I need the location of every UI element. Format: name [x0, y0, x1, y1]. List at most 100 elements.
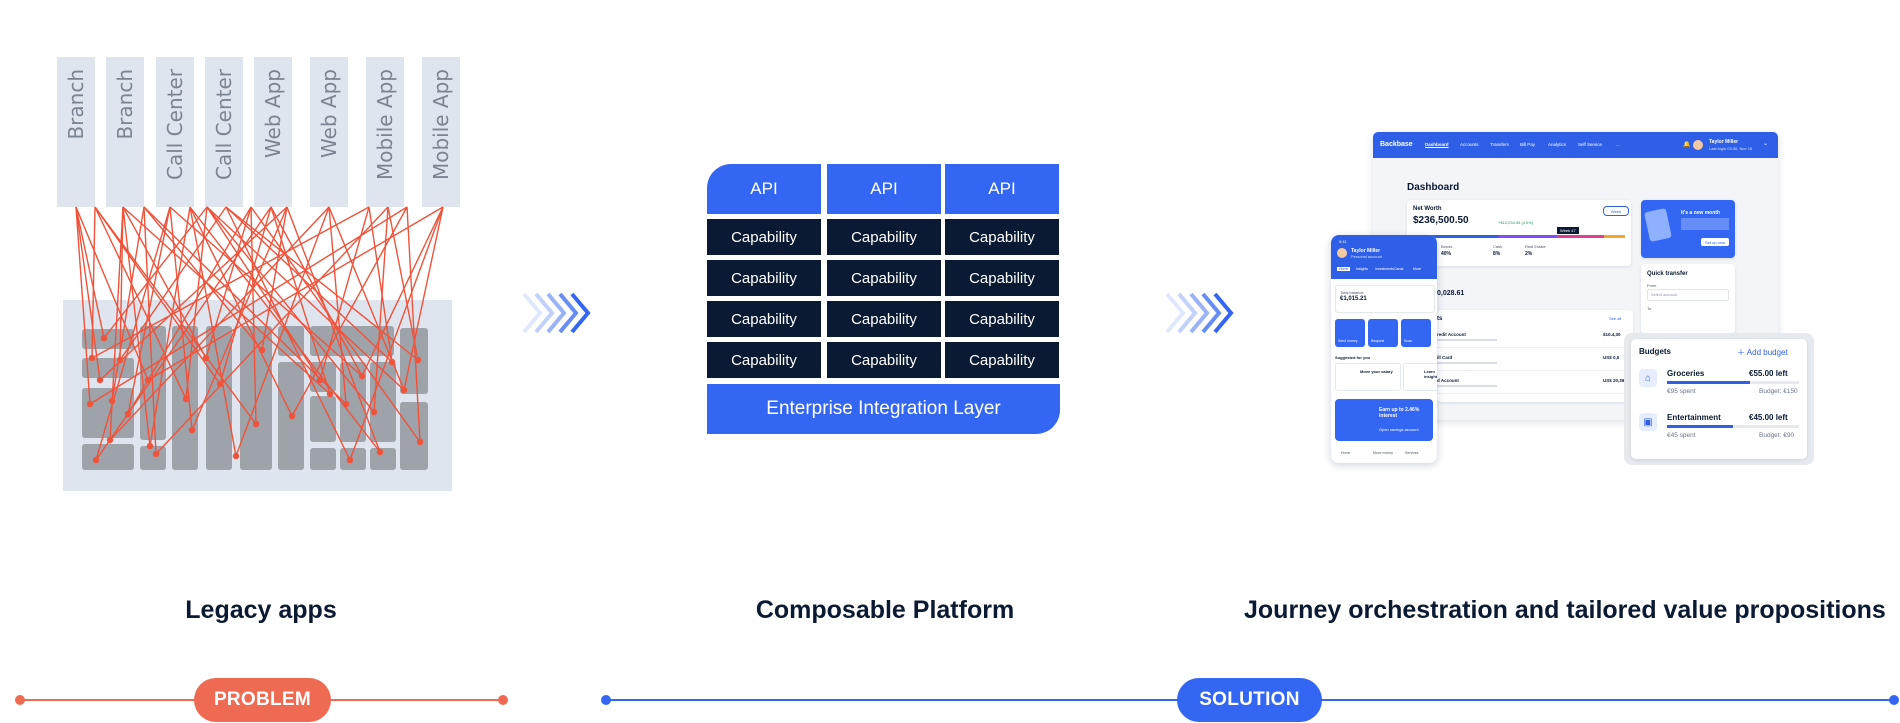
avatar[interactable] [1693, 140, 1703, 150]
backend-block [370, 362, 396, 442]
net-worth-label: Net Worth [1413, 206, 1442, 212]
connection-line [149, 206, 191, 447]
channel-label: Branch [113, 69, 137, 140]
backend-block [310, 448, 336, 470]
brand-logo: Backbase [1380, 141, 1413, 148]
basket-icon: ⌂ [1639, 369, 1657, 387]
suggest-2-text: Learn insight [1424, 369, 1437, 379]
connection-dot [326, 390, 334, 398]
connection-line [95, 206, 171, 461]
connection-line [191, 206, 288, 431]
promo-button[interactable]: Set up now [1701, 238, 1729, 246]
budgets-card: Budgets ＋ Add budget ⌂Groceries€55.00 le… [1631, 339, 1807, 459]
promo-title: It's a new month [1681, 210, 1720, 216]
budget-left: €55.00 left [1749, 369, 1788, 378]
suggest-card-1[interactable]: Move your salary [1335, 363, 1401, 391]
connection-line [94, 206, 221, 385]
phone-tab[interactable]: More [1413, 267, 1421, 271]
phone-promo-sub: Open savings account [1379, 427, 1419, 432]
bell-icon[interactable]: 🔔 [1683, 142, 1691, 148]
connection-dot [100, 334, 108, 342]
promo-card: It's a new month Set up now [1641, 200, 1735, 258]
phone-action-button[interactable]: Scan [1401, 319, 1431, 347]
nav-item[interactable]: Bill Pay [1520, 142, 1536, 147]
connection-dot [124, 410, 132, 418]
budget-progress [1667, 381, 1751, 384]
channel-box [422, 57, 460, 207]
balance-card[interactable]: Total balance €1,015.21 [1335, 285, 1435, 313]
connection-line [225, 206, 419, 361]
channel-label: Branch [64, 69, 88, 140]
solution-badge: SOLUTION [1177, 678, 1322, 722]
phone-action-button[interactable]: Request [1368, 319, 1398, 347]
capability-block: Capability [945, 219, 1059, 255]
allocation-label: Real Estate [1525, 244, 1546, 249]
connection-dot [288, 412, 296, 420]
chevron-stroke [1201, 292, 1222, 334]
channel-box [205, 57, 243, 207]
nav-item[interactable]: Accounts [1460, 142, 1479, 147]
account-subtext [1437, 339, 1497, 341]
promo-text [1681, 218, 1729, 230]
suggest-card-2[interactable]: Learn insight [1403, 363, 1437, 391]
connection-line [119, 206, 124, 361]
phone-tab[interactable]: Insights [1356, 267, 1369, 271]
connection-dot [216, 380, 224, 388]
channel-box [106, 57, 144, 207]
phone-tab[interactable]: Cards [1394, 267, 1404, 271]
balance-value: €1,015.21 [1340, 296, 1367, 302]
phone-tab[interactable]: Home [1337, 267, 1351, 271]
problem-end-dot [498, 695, 508, 705]
connection-line [403, 206, 444, 391]
nav-item[interactable]: Dashboard [1425, 142, 1449, 147]
phone-bottom-item[interactable]: Move money [1373, 451, 1394, 455]
balance-label: Total balance [1340, 290, 1364, 295]
nav-item[interactable]: ... [1616, 142, 1620, 147]
problem-badge: PROBLEM [194, 678, 331, 722]
backend-block [340, 362, 366, 442]
chevron-stroke [522, 292, 543, 334]
from-select-value: Select account [1651, 292, 1678, 297]
connection-dot [144, 376, 152, 384]
connection-line [75, 206, 91, 405]
legacy-title: Legacy apps [185, 596, 337, 624]
budget-track [1667, 425, 1799, 428]
range-button[interactable]: Week [1603, 206, 1629, 216]
account-divider [1437, 393, 1633, 394]
allocation-bar [1413, 235, 1625, 238]
phone-time: 9:41 [1339, 239, 1347, 244]
phone-tab[interactable]: Investments [1375, 267, 1394, 271]
see-all-link[interactable]: See all [1609, 316, 1622, 321]
dash-user-sub: Last login 03:30, Nov 18 [1709, 146, 1753, 151]
quick-transfer-card: Quick transfer From Select account To [1641, 264, 1735, 334]
from-select[interactable]: Select account [1647, 289, 1729, 301]
nav-item[interactable]: Analytics [1548, 142, 1567, 147]
capability-block: Capability [827, 342, 941, 378]
add-budget-button[interactable]: ＋ Add budget [1737, 348, 1788, 357]
integration-layer: Enterprise Integration Layer [707, 384, 1060, 434]
phone-user-name: Taylor Miller [1351, 248, 1381, 254]
account-name[interactable]: ill Card [1437, 355, 1453, 360]
phone-bottom-item[interactable]: Home [1341, 451, 1351, 455]
solution-end-dot [1889, 695, 1899, 705]
accounts-heading: ts [1437, 316, 1443, 322]
connection-dot [146, 442, 154, 450]
budget-name: Groceries [1667, 369, 1705, 378]
phone-bottom-item[interactable]: Services [1405, 451, 1419, 455]
nav-item[interactable]: Self Service [1578, 142, 1603, 147]
connection-line [235, 206, 330, 457]
connection-line [250, 206, 257, 425]
phone-avatar[interactable] [1337, 248, 1347, 258]
account-name[interactable]: d Account [1437, 378, 1459, 383]
phone-action-button[interactable]: Send money [1335, 319, 1365, 347]
phone-promo-card[interactable]: Earn up to 2.46% interest Open savings a… [1335, 399, 1433, 441]
connection-dot [152, 450, 160, 458]
account-name[interactable]: redit Account [1437, 332, 1466, 337]
connection-line [75, 206, 105, 339]
connection-line [206, 206, 405, 391]
connection-line [91, 206, 96, 359]
nav-item[interactable]: Transfers [1490, 142, 1509, 147]
chevron-down-icon[interactable]: ⌄ [1763, 141, 1769, 147]
capability-block: Capability [945, 301, 1059, 337]
